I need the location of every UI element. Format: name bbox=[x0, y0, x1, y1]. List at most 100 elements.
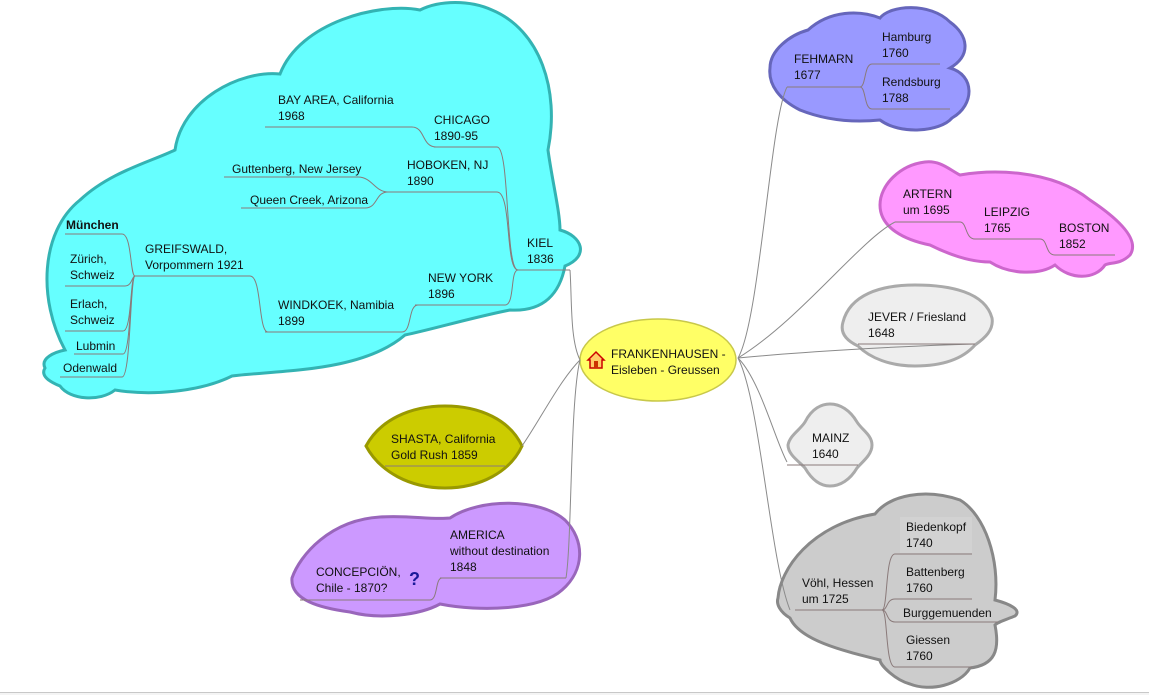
node-label: NEW YORK bbox=[428, 271, 493, 285]
connector-odenwald bbox=[60, 275, 136, 378]
node-voehl[interactable]: Vöhl, Hessen um 1725 bbox=[802, 576, 873, 606]
connector-greifswald bbox=[135, 275, 269, 333]
node-label: Vöhl, Hessen bbox=[802, 576, 873, 590]
node-label: BAY AREA, California bbox=[278, 93, 394, 107]
connector-chicago bbox=[434, 146, 519, 271]
node-windkoek[interactable]: WINDKOEK, Namibia 1899 bbox=[278, 298, 394, 328]
connector-newyork bbox=[415, 269, 519, 306]
connector-bayarea bbox=[265, 126, 437, 148]
node-label: FEHMARN bbox=[794, 52, 853, 66]
node-muenchen[interactable]: München bbox=[66, 218, 119, 232]
edge-center-shasta bbox=[521, 359, 581, 447]
node-erlach[interactable]: Erlach, Schweiz bbox=[70, 297, 115, 327]
edge-center-kiel bbox=[569, 269, 581, 361]
node-label: Burggemuenden bbox=[903, 606, 992, 620]
node-label: CONCEPCIÖN, bbox=[316, 565, 401, 579]
node-label: 1848 bbox=[450, 560, 477, 574]
node-burggemuenden[interactable]: Burggemuenden bbox=[903, 606, 992, 620]
edge-center-fehmarn bbox=[737, 86, 788, 359]
node-highlight bbox=[900, 517, 972, 553]
node-concepcion[interactable]: CONCEPCIÖN, Chile - 1870? ? bbox=[316, 565, 420, 595]
question-icon: ? bbox=[409, 569, 420, 589]
node-battenberg[interactable]: Battenberg 1760 bbox=[906, 565, 965, 595]
center-line2: Eisleben - Greussen bbox=[611, 363, 720, 377]
node-label: Vorpommern 1921 bbox=[145, 258, 244, 272]
node-greifswald[interactable]: GREIFSWALD, Vorpommern 1921 bbox=[145, 242, 244, 272]
connector-rendsburg bbox=[859, 86, 950, 110]
node-label: 1648 bbox=[868, 326, 895, 340]
node-label: WINDKOEK, Namibia bbox=[278, 298, 394, 312]
edge-center-voehl bbox=[737, 357, 791, 611]
node-hamburg[interactable]: Hamburg 1760 bbox=[882, 30, 931, 60]
node-label: Schweiz bbox=[70, 313, 115, 327]
node-label: 1836 bbox=[527, 252, 554, 266]
node-america[interactable]: AMERICA without destination 1848 bbox=[449, 528, 549, 574]
node-bay-area[interactable]: BAY AREA, California 1968 bbox=[278, 93, 394, 123]
node-label: 1899 bbox=[278, 314, 305, 328]
node-label: MAINZ bbox=[812, 431, 849, 445]
america-cloud bbox=[290, 501, 582, 618]
mainz-shape bbox=[786, 402, 874, 488]
node-hoboken[interactable]: HOBOKEN, NJ 1890 bbox=[407, 158, 488, 188]
edge-center-mainz bbox=[737, 357, 788, 463]
fehmarn-cloud bbox=[768, 6, 971, 132]
connector-guttenberg bbox=[224, 176, 389, 193]
node-label: Giessen bbox=[906, 633, 950, 647]
node-label: KIEL bbox=[527, 236, 553, 250]
node-label: CHICAGO bbox=[434, 113, 490, 127]
node-label: Rendsburg bbox=[882, 75, 941, 89]
node-label: 1852 bbox=[1059, 237, 1086, 251]
edge-center-jever bbox=[737, 343, 976, 359]
connector-artern bbox=[895, 221, 1115, 256]
node-biedenkopf[interactable]: Biedenkopf 1740 bbox=[900, 517, 972, 553]
node-lubmin[interactable]: Lubmin bbox=[76, 339, 115, 353]
node-label: München bbox=[66, 218, 119, 232]
node-label: 1760 bbox=[882, 46, 909, 60]
node-kiel[interactable]: KIEL 1836 bbox=[527, 236, 554, 266]
node-queen-creek[interactable]: Queen Creek, Arizona bbox=[250, 193, 368, 207]
connector-biedenkopf bbox=[881, 553, 972, 611]
node-label: 1968 bbox=[278, 109, 305, 123]
node-label: Queen Creek, Arizona bbox=[250, 193, 368, 207]
node-odenwald[interactable]: Odenwald bbox=[63, 361, 117, 375]
node-label: Schweiz bbox=[70, 268, 115, 282]
node-label: HOBOKEN, NJ bbox=[407, 158, 488, 172]
node-label: 1640 bbox=[812, 447, 839, 461]
node-label: BOSTON bbox=[1059, 221, 1109, 235]
edge-center-america bbox=[565, 359, 581, 579]
kiel-cloud bbox=[42, 1, 582, 400]
node-label: AMERICA bbox=[450, 528, 505, 542]
node-label: without destination bbox=[449, 544, 549, 558]
node-label: um 1725 bbox=[802, 592, 849, 606]
node-shasta[interactable]: SHASTA, California Gold Rush 1859 bbox=[391, 432, 496, 462]
node-rendsburg[interactable]: Rendsburg 1788 bbox=[882, 75, 941, 105]
node-mainz[interactable]: MAINZ 1640 bbox=[812, 431, 849, 461]
node-label: Erlach, bbox=[70, 297, 107, 311]
house-icon bbox=[586, 350, 606, 369]
node-jever[interactable]: JEVER / Friesland 1648 bbox=[868, 310, 966, 340]
center-line1: FRANKENHAUSEN - bbox=[611, 347, 726, 361]
node-new-york[interactable]: NEW YORK 1896 bbox=[428, 271, 493, 301]
node-label: LEIPZIG bbox=[984, 205, 1030, 219]
center-node[interactable]: FRANKENHAUSEN - Eisleben - Greussen bbox=[586, 347, 726, 377]
node-label: JEVER / Friesland bbox=[868, 310, 966, 324]
connector-concepcion bbox=[300, 577, 443, 601]
node-label: 1760 bbox=[906, 581, 933, 595]
node-guttenberg[interactable]: Guttenberg, New Jersey bbox=[232, 162, 361, 176]
node-boston[interactable]: BOSTON 1852 bbox=[1059, 221, 1109, 251]
node-chicago[interactable]: CHICAGO 1890-95 bbox=[434, 113, 490, 143]
node-label: ARTERN bbox=[903, 187, 952, 201]
node-giessen[interactable]: Giessen 1760 bbox=[906, 633, 950, 663]
node-artern[interactable]: ARTERN um 1695 bbox=[903, 187, 952, 217]
node-label: Hamburg bbox=[882, 30, 931, 44]
connector-giessen bbox=[881, 609, 972, 668]
node-label: SHASTA, California bbox=[391, 432, 496, 446]
node-zuerich[interactable]: Zürich, Schweiz bbox=[70, 252, 115, 282]
node-leipzig[interactable]: LEIPZIG 1765 bbox=[984, 205, 1030, 235]
node-label: 1677 bbox=[794, 68, 821, 82]
node-fehmarn[interactable]: FEHMARN 1677 bbox=[794, 52, 853, 82]
node-label: Lubmin bbox=[76, 339, 115, 353]
node-label: Zürich, bbox=[70, 252, 107, 266]
node-label: 1760 bbox=[906, 649, 933, 663]
